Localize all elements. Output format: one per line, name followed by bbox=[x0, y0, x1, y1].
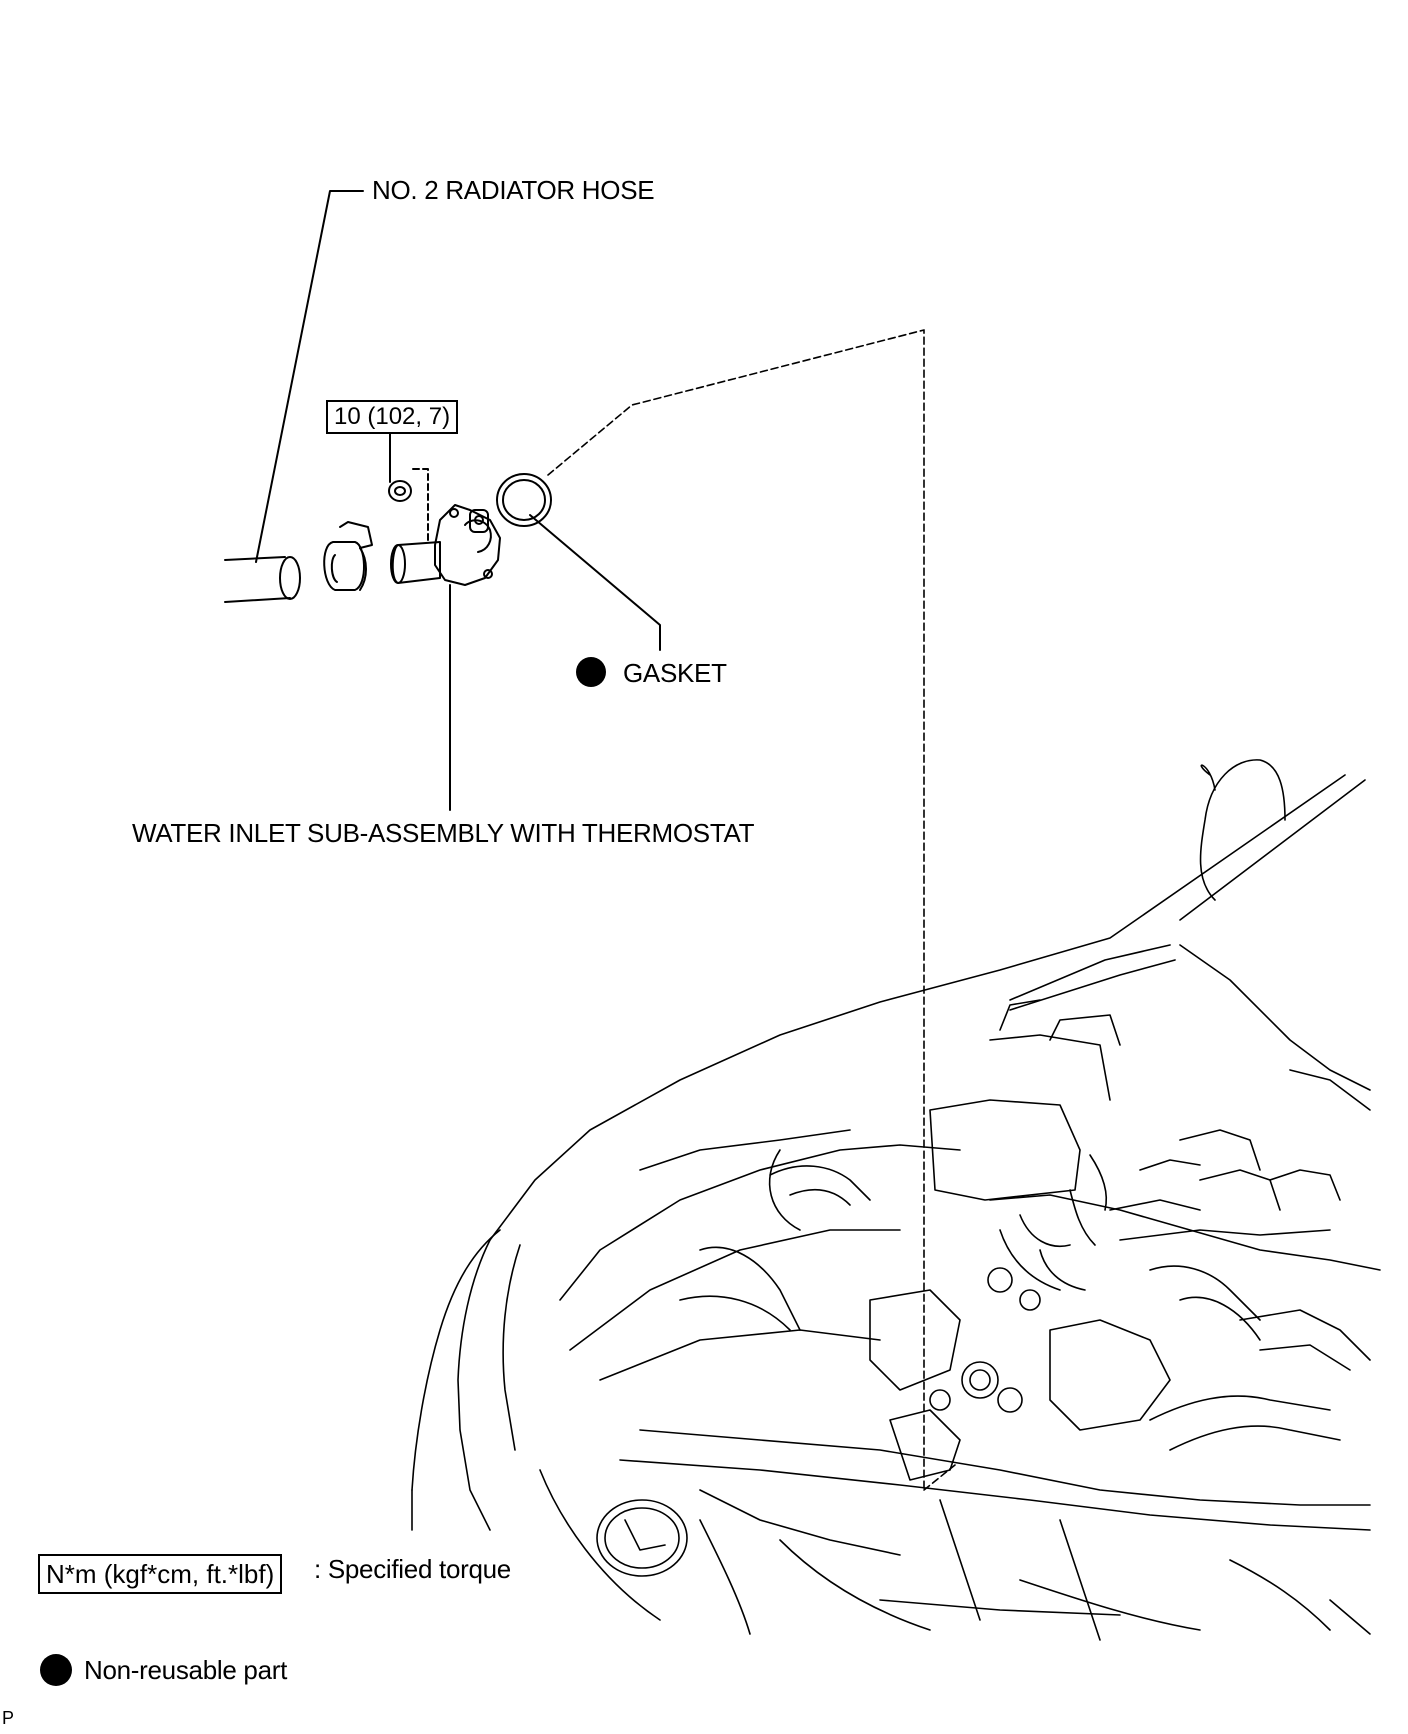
callout-water-inlet: WATER INLET SUB-ASSEMBLY WITH THERMOSTAT bbox=[132, 818, 755, 848]
corner-code: P bbox=[2, 1708, 14, 1728]
leader-lines bbox=[255, 190, 956, 1491]
callout-radiator-hose: NO. 2 RADIATOR HOSE bbox=[372, 175, 655, 205]
radiator-hose bbox=[224, 556, 301, 603]
engine-bay-illustration bbox=[411, 759, 1381, 1641]
legend-nonreusable-dot-icon bbox=[40, 1654, 72, 1686]
callout-gasket: GASKET bbox=[623, 658, 727, 688]
nonreusable-dot-icon bbox=[576, 657, 606, 687]
bolt bbox=[388, 480, 412, 502]
legend-nonreusable-desc: Non-reusable part bbox=[84, 1655, 288, 1685]
gasket-ring bbox=[496, 473, 552, 527]
torque-spec-box: 10 (102, 7) bbox=[326, 400, 459, 434]
legend-torque-desc: : Specified torque bbox=[314, 1554, 511, 1584]
water-inlet-thermostat bbox=[390, 504, 501, 586]
legend-torque-box: N*m (kgf*cm, ft.*lbf) bbox=[38, 1554, 283, 1594]
hose-clamp bbox=[323, 521, 373, 591]
